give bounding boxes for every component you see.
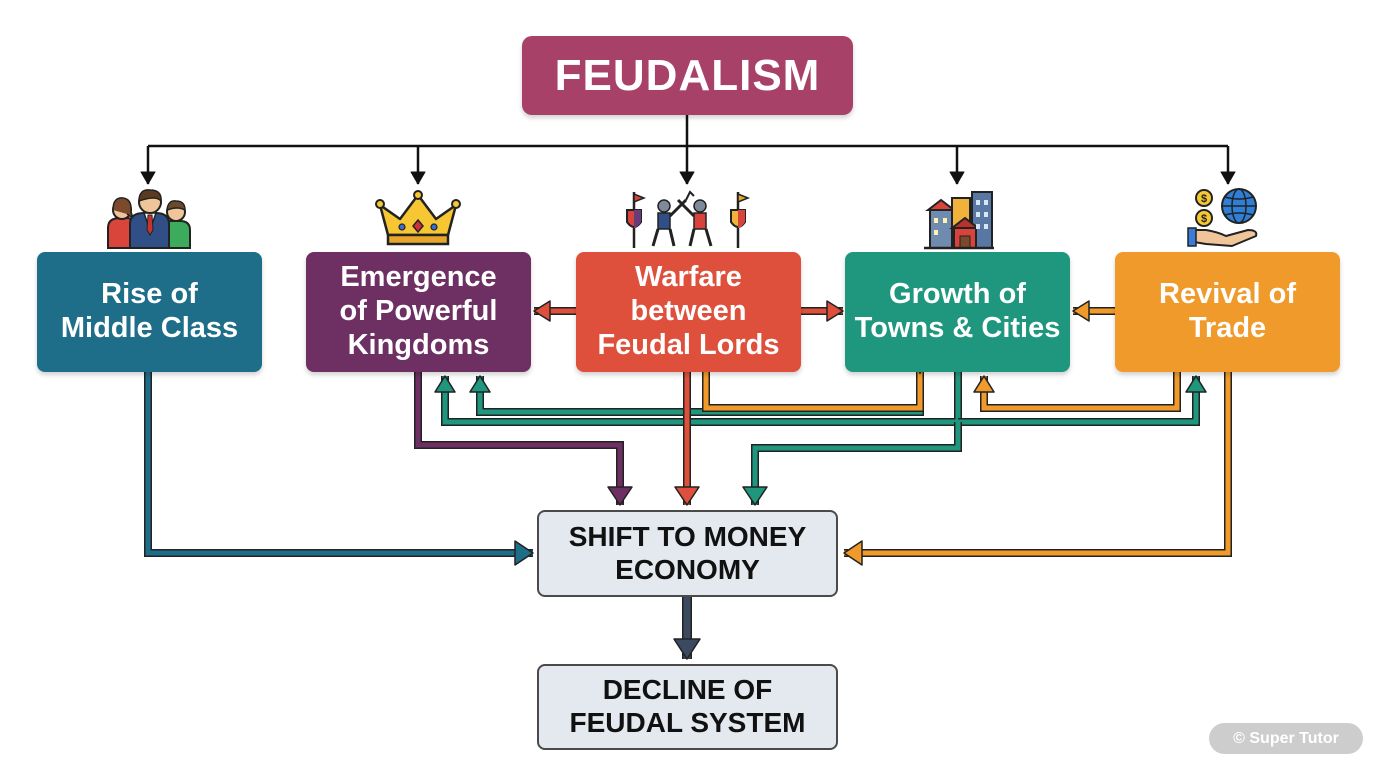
towns-to-shift-arrow-head — [742, 486, 768, 506]
tree-branch-0-head — [140, 171, 156, 185]
trade-to-shift-arrow — [844, 372, 1231, 556]
middle-class-to-shift-arrow — [145, 372, 533, 556]
crown-icon — [375, 190, 461, 246]
trade-to-towns-arrow-head — [1072, 300, 1090, 322]
cause-label-towns: Growth of Towns & Cities — [854, 278, 1061, 344]
tree-branch-2-head — [679, 171, 695, 185]
cause-label-warfare: Warfare between Feudal Lords — [597, 261, 780, 361]
decline-label: DECLINE OF FEUDAL SYSTEM — [569, 674, 806, 738]
people-icon — [107, 189, 191, 249]
trade-to-towns-link-head — [973, 375, 995, 393]
towns-to-kingdoms-loop — [442, 372, 961, 425]
towns-to-kingdoms-link-head — [469, 375, 491, 393]
shift-box: SHIFT TO MONEY ECONOMY — [537, 510, 838, 597]
cause-box-middle-class: Rise of Middle Class — [37, 252, 262, 372]
towns-to-trade-link-head — [1185, 375, 1207, 393]
watermark: © Super Tutor — [1209, 723, 1363, 754]
shift-to-decline-arrow-head — [673, 638, 701, 660]
cause-label-middle-class: Rise of Middle Class — [60, 278, 239, 344]
page-title: FEUDALISM — [554, 50, 821, 100]
globe-money-hand-icon: $ $ — [1187, 188, 1258, 247]
decline-box: DECLINE OF FEUDAL SYSTEM — [537, 664, 838, 750]
cause-label-kingdoms: Emergence of Powerful Kingdoms — [339, 261, 498, 361]
tree-branch-1-head — [410, 171, 426, 185]
tree-branch-4-head — [1220, 171, 1236, 185]
warfare-to-towns-band — [703, 372, 923, 411]
title-box: FEUDALISM — [522, 36, 853, 115]
cause-label-trade: Revival of Trade — [1159, 278, 1296, 344]
middle-class-to-shift-arrow-head — [514, 540, 534, 566]
warfare-to-towns-arrow-head — [826, 300, 844, 322]
trade-to-shift-arrow-head — [843, 540, 863, 566]
towns-to-shift-arrow — [752, 422, 961, 505]
crossed-swords-icon — [626, 190, 751, 248]
tree-branch-3-head — [949, 171, 965, 185]
svg-text:$: $ — [1201, 213, 1207, 225]
city-buildings-icon — [924, 191, 994, 250]
shift-label: SHIFT TO MONEY ECONOMY — [568, 520, 807, 585]
cause-box-warfare: Warfare between Feudal Lords — [576, 252, 801, 372]
kingdoms-to-shift-arrow-head — [607, 486, 633, 506]
warfare-to-towns-band-head — [918, 371, 922, 374]
svg-text:$: $ — [1201, 193, 1207, 205]
kingdoms-to-shift-arrow — [415, 372, 623, 505]
cause-box-trade: Revival of Trade — [1115, 252, 1340, 372]
cause-box-kingdoms: Emergence of Powerful Kingdoms — [306, 252, 531, 372]
warfare-to-kingdoms-arrow-head — [533, 300, 551, 322]
towns-to-kingdoms-loop-head — [434, 375, 456, 393]
cause-box-towns: Growth of Towns & Cities — [845, 252, 1070, 372]
warfare-to-shift-arrow-head — [674, 486, 700, 506]
